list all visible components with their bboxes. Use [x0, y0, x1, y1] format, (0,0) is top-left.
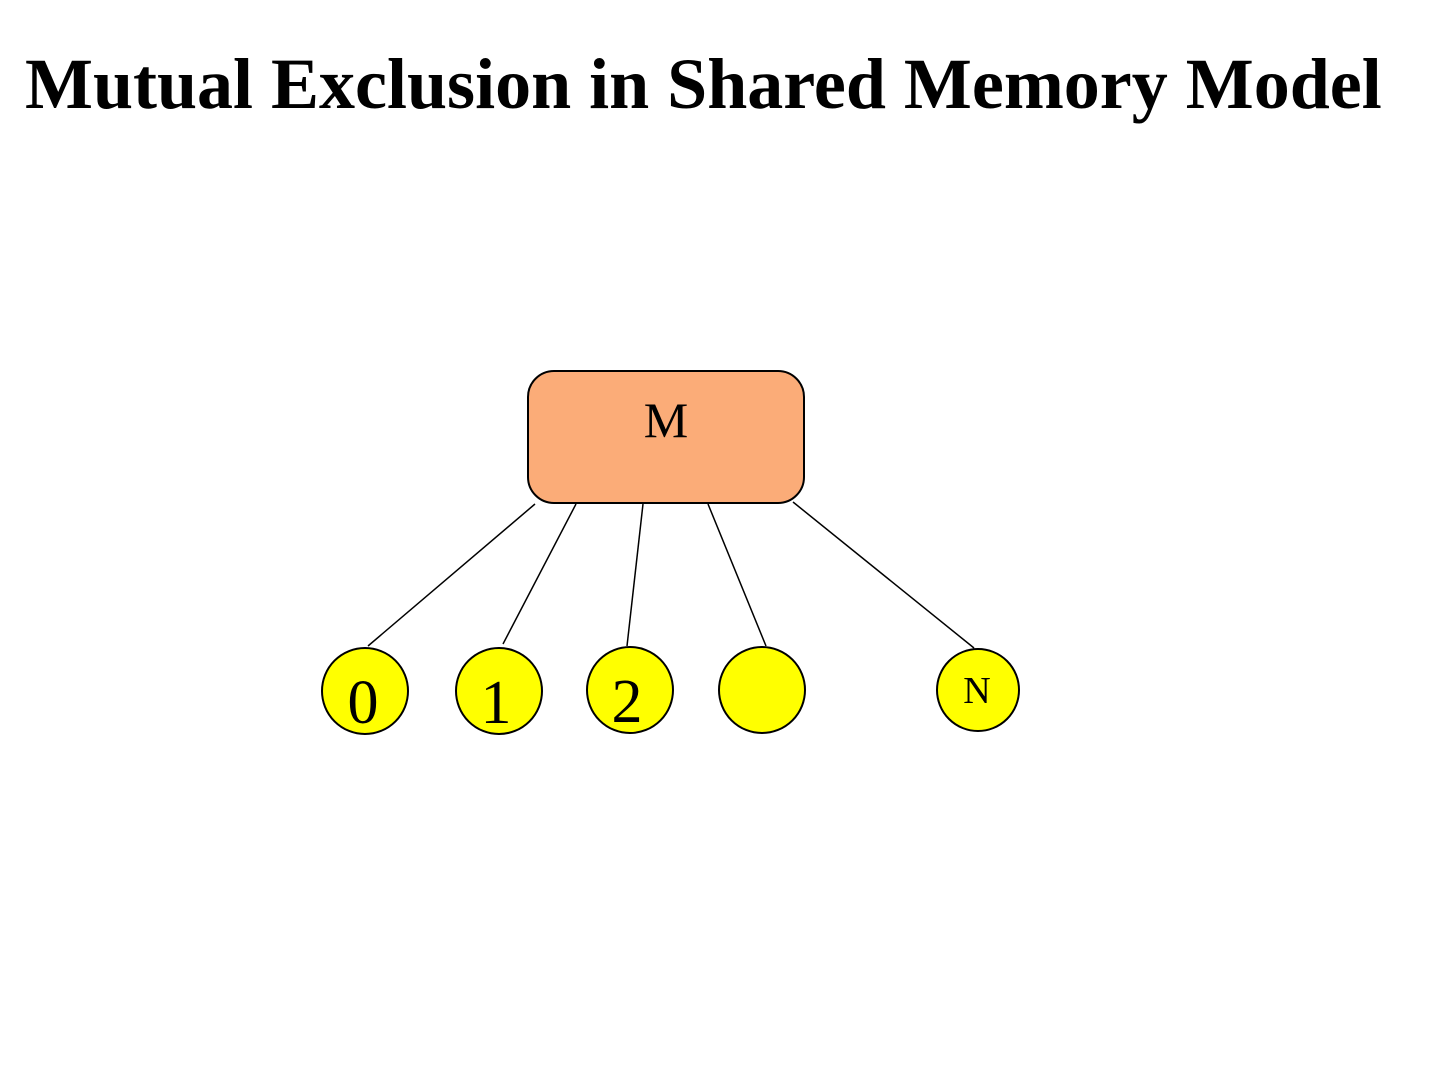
process-node-1: 1 [455, 647, 543, 737]
process-node-2-shape [586, 646, 674, 734]
process-node-3 [718, 646, 806, 734]
process-node-1-shape [455, 647, 543, 735]
memory-node-shape [527, 370, 805, 504]
process-node-0-shape [321, 647, 409, 735]
connector-line-memory-pN [792, 501, 975, 649]
process-nodes: 0 1 2 N [321, 646, 1020, 737]
process-node-0-label: 0 [348, 669, 379, 737]
connector-line-memory-p3 [707, 503, 767, 647]
connector-lines [367, 501, 975, 649]
process-node-3-shape [718, 646, 806, 734]
slide-title: Mutual Exclusion in Shared Memory Model [25, 44, 1382, 124]
memory-node-label: M [644, 392, 688, 448]
process-node-0: 0 [321, 647, 409, 737]
process-node-1-label: 1 [481, 669, 512, 737]
connector-line-memory-p0 [367, 503, 536, 647]
memory-node: M [527, 370, 805, 504]
process-node-n-label: N [963, 670, 990, 712]
connector-line-memory-p1 [502, 503, 577, 645]
connector-line-memory-p2 [626, 503, 644, 647]
process-node-2-label: 2 [612, 668, 643, 736]
process-node-n-shape [936, 648, 1020, 732]
process-node-n: N [936, 648, 1020, 732]
process-node-2: 2 [586, 646, 674, 736]
